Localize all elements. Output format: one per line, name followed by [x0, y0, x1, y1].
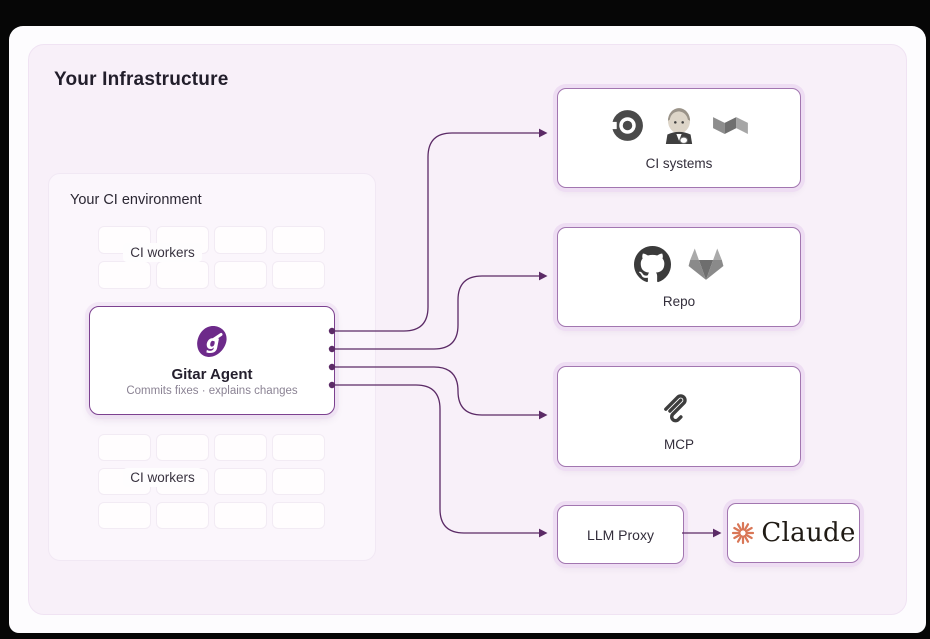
repo-box: Repo: [557, 227, 801, 327]
ci-worker-cell: [156, 502, 209, 529]
circleci-icon: [608, 109, 643, 141]
ci-worker-cell: [214, 261, 267, 289]
jenkins-icon: [665, 108, 692, 144]
ci-worker-cell: [98, 502, 151, 529]
claude-box: Claude: [727, 503, 860, 563]
github-icon: [633, 245, 671, 282]
ci-worker-cell: [214, 502, 267, 529]
gitar-logo-icon: g: [197, 325, 227, 357]
mcp-box: MCP: [557, 366, 801, 467]
ci-worker-cell: [272, 502, 325, 529]
ci-worker-cell: [272, 261, 325, 289]
ci-worker-cell: [156, 261, 209, 289]
gitar-agent-description: Commits fixes · explains changes: [126, 385, 298, 397]
llm-proxy-box: LLM Proxy: [557, 505, 684, 564]
ci-worker-cell: [272, 226, 325, 254]
ci-worker-cell: [156, 434, 209, 461]
claude-starburst-icon: [732, 521, 755, 545]
ci-worker-cell: [214, 468, 267, 495]
repo-label: Repo: [662, 293, 696, 309]
llm-proxy-label: LLM Proxy: [587, 526, 654, 543]
ci-workers-label-top: CI workers: [49, 243, 276, 262]
ci-systems-label: CI systems: [645, 156, 713, 171]
ci-worker-cell: [272, 468, 325, 495]
page-title: Your Infrastructure: [54, 69, 229, 90]
buildkite-icon: [712, 117, 748, 134]
ci-workers-grid-top: [98, 226, 325, 289]
ci-worker-cell: [98, 434, 151, 461]
repo-icon-row: [633, 245, 725, 283]
mcp-icon-row: [657, 382, 701, 426]
mcp-icon: [664, 393, 687, 422]
ci-worker-cell: [214, 226, 267, 254]
gitar-agent-name: Gitar Agent: [171, 366, 253, 383]
ci-worker-cell: [214, 434, 267, 461]
ci-systems-box: CI systems: [557, 88, 801, 188]
mcp-label: MCP: [664, 436, 694, 452]
claude-wordmark: Claude: [761, 518, 856, 548]
ci-worker-cell: [98, 261, 151, 289]
ci-environment-title: Your CI environment: [70, 192, 202, 208]
ci-workers-label-bottom: CI workers: [49, 468, 276, 487]
ci-systems-icon-row: [608, 105, 750, 145]
gitlab-icon: [688, 248, 723, 280]
ci-worker-cell: [272, 434, 325, 461]
gitar-agent-box: g Gitar Agent Commits fixes · explains c…: [89, 306, 335, 415]
